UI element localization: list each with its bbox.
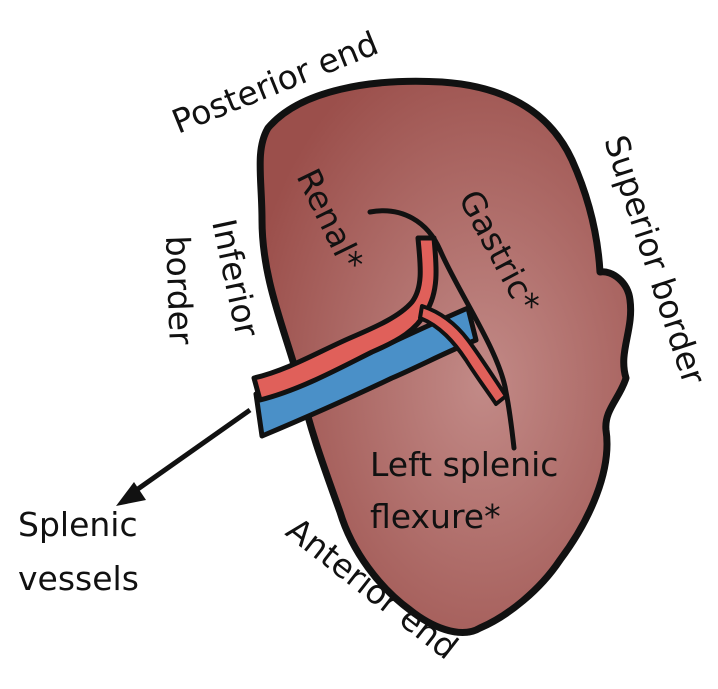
label-flexure: flexure* — [370, 497, 501, 536]
pointer-line — [128, 410, 250, 496]
label-inferior: Inferior — [204, 216, 267, 341]
label-left-splenic: Left splenic — [370, 445, 558, 484]
label-vessels: vessels — [18, 559, 139, 598]
label-splenic: Splenic — [18, 505, 138, 544]
label-border: border — [158, 235, 201, 346]
